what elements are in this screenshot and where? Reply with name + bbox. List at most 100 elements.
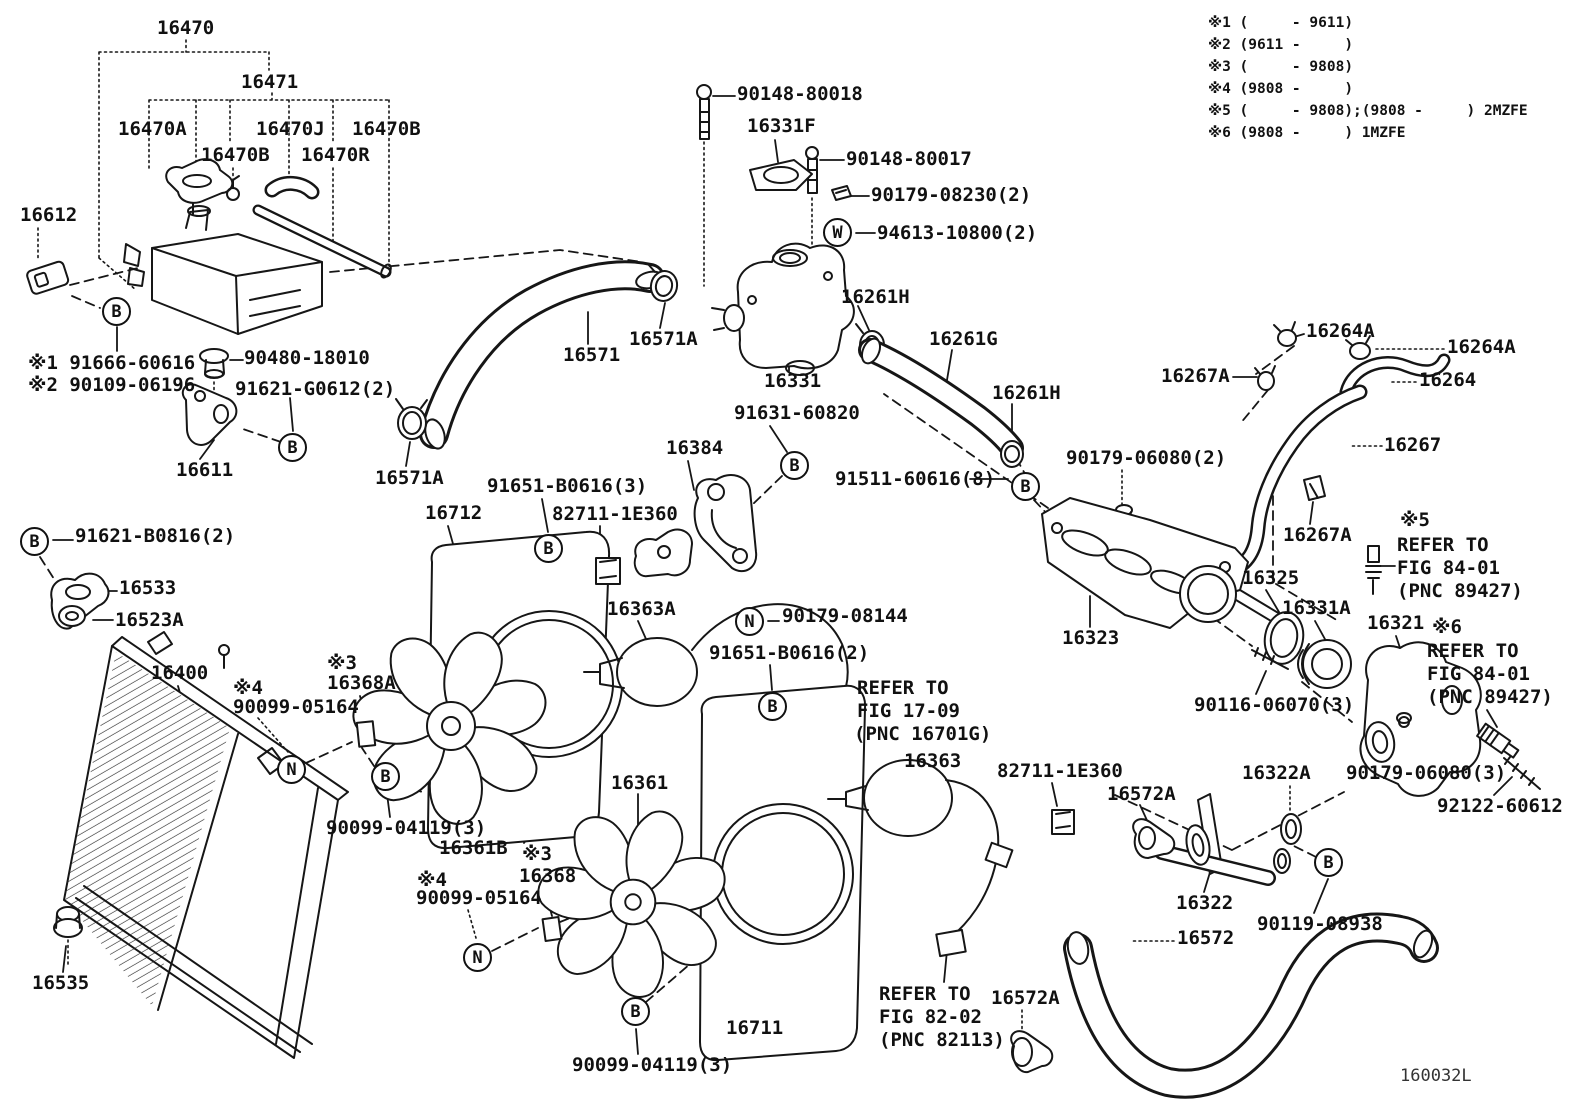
part-label: ※4 <box>417 869 447 891</box>
part-label: 90480-18010 <box>244 347 370 369</box>
part-label: 16611 <box>176 459 234 481</box>
fan2-art <box>355 684 1075 1062</box>
part-label: 16712 <box>425 502 483 524</box>
part-label: REFER TO <box>1397 534 1489 556</box>
figure-code: 160032L <box>1400 1066 1472 1086</box>
part-label: 16264A <box>1306 320 1375 342</box>
legend-line: ※5 ( - 9808);(9808 - ) 2MZFE <box>1208 103 1528 119</box>
part-label: FIG 84-01 <box>1427 663 1530 685</box>
callout-b: B <box>534 534 563 563</box>
part-label: REFER TO <box>1427 640 1519 662</box>
part-label: 90179-06080(3) <box>1346 762 1507 784</box>
part-label: FIG 82-02 <box>879 1006 982 1028</box>
part-label: 16470B <box>352 118 421 140</box>
part-label: ※1 91666-60616 <box>28 352 196 374</box>
part-label: 90119-08938 <box>1257 913 1383 935</box>
part-label: 16361 <box>611 772 669 794</box>
legend-line: ※2 (9611 - ) <box>1208 37 1354 53</box>
part-label: 16470J <box>256 118 325 140</box>
part-label: 16384 <box>666 437 724 459</box>
part-label: 16471 <box>241 71 299 93</box>
part-label: 16331A <box>1282 597 1351 619</box>
part-label: (PNC 82113) <box>879 1029 1005 1051</box>
part-label: 16612 <box>20 204 78 226</box>
part-label: 16368A <box>327 672 396 694</box>
fan1-art <box>345 528 849 850</box>
part-label: 90148-80018 <box>737 83 863 105</box>
part-label: 94613-10800(2) <box>877 222 1038 244</box>
part-label: 82711-1E360 <box>552 503 678 525</box>
callout-b: B <box>780 451 809 480</box>
callout-n: N <box>277 755 306 784</box>
part-label: 16331F <box>747 115 816 137</box>
legend-line: ※1 ( - 9611) <box>1208 15 1354 31</box>
part-label: 91511-60616(8) <box>835 468 996 490</box>
upper-hose-art <box>395 260 679 450</box>
part-label: ※3 <box>327 652 357 674</box>
part-label: 16523A <box>115 609 184 631</box>
callout-w: W <box>823 218 852 247</box>
callout-n: N <box>735 607 764 636</box>
part-label: 16572A <box>991 987 1060 1009</box>
callout-b: B <box>20 527 49 556</box>
callout-b: B <box>102 297 131 326</box>
water-outlet-art <box>693 84 1024 573</box>
part-label: REFER TO <box>857 677 949 699</box>
part-label: 90179-08230(2) <box>871 184 1032 206</box>
part-label: 16331 <box>764 370 822 392</box>
part-label: (PNC 89427) <box>1427 686 1553 708</box>
part-label: 90116-06070(3) <box>1194 694 1355 716</box>
part-label: 90099-04119(3) <box>572 1054 733 1076</box>
legend-line: ※4 (9808 - ) <box>1208 81 1354 97</box>
part-label: 91631-60820 <box>734 402 860 424</box>
part-label: FIG 84-01 <box>1397 557 1500 579</box>
part-label: 16363A <box>607 598 676 620</box>
part-label: 16325 <box>1242 567 1300 589</box>
part-label: 16323 <box>1062 627 1120 649</box>
part-label: ※3 <box>522 843 552 865</box>
part-label: 16400 <box>151 662 209 684</box>
right-hoses-art <box>1115 321 1451 584</box>
part-label: (PNC 89427) <box>1397 580 1523 602</box>
inlet-cluster-art <box>1041 497 1541 797</box>
part-label: 16535 <box>32 972 90 994</box>
callout-n: N <box>463 943 492 972</box>
bypass-lowerhose-art <box>1010 793 1439 1099</box>
bracket-art <box>50 572 110 630</box>
part-label: ※5 <box>1400 509 1430 531</box>
part-label: 16533 <box>119 577 177 599</box>
part-label: 16261H <box>841 286 910 308</box>
callout-b: B <box>758 692 787 721</box>
part-label: 16261G <box>929 328 998 350</box>
callout-b: B <box>621 997 650 1026</box>
part-label: 90179-08144 <box>782 605 908 627</box>
part-label: 92122-60612 <box>1437 795 1563 817</box>
part-label: 16470R <box>301 144 370 166</box>
part-label: 16322A <box>1242 762 1311 784</box>
reservoir-art <box>26 158 392 446</box>
part-label: 91651-B0616(2) <box>709 642 870 664</box>
part-label: 16571A <box>375 467 444 489</box>
part-label: 16368 <box>519 865 577 887</box>
part-label: 16267A <box>1161 365 1230 387</box>
part-label: 16267A <box>1283 524 1352 546</box>
radiator-art <box>53 631 349 1059</box>
part-label: 16470B <box>201 144 270 166</box>
part-label: (PNC 16701G) <box>854 723 992 745</box>
part-label: 16322 <box>1176 892 1234 914</box>
legend-line: ※6 (9808 - ) 1MZFE <box>1208 125 1406 141</box>
part-label: 90099-05164 <box>233 696 359 718</box>
part-label: 90099-05164 <box>416 887 542 909</box>
part-label: 16361B <box>439 837 508 859</box>
part-label: FIG 17-09 <box>857 700 960 722</box>
leader-lines <box>52 95 1513 1055</box>
part-label: 16261H <box>992 382 1061 404</box>
part-label: 90148-80017 <box>846 148 972 170</box>
callout-b: B <box>1314 848 1343 877</box>
part-label: 91621-B0816(2) <box>75 525 236 547</box>
part-label: ※4 <box>233 677 263 699</box>
part-label: 16264A <box>1447 336 1516 358</box>
